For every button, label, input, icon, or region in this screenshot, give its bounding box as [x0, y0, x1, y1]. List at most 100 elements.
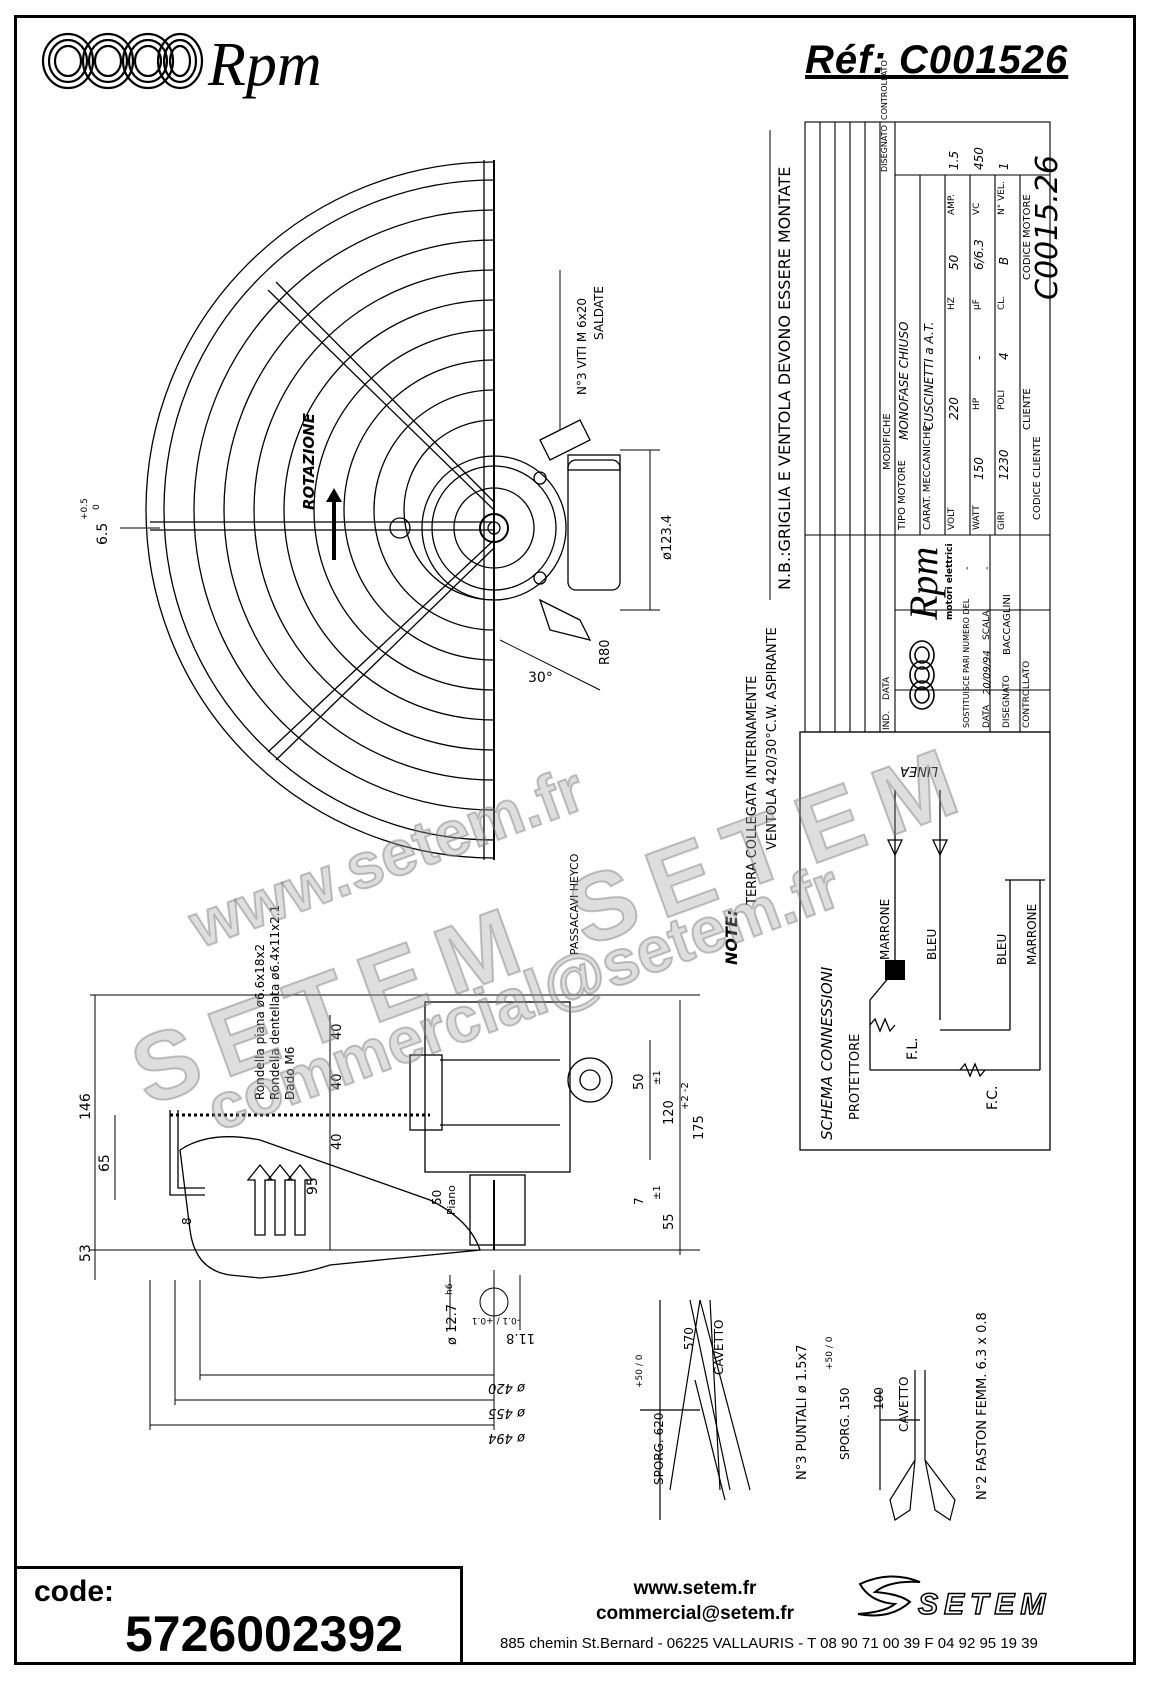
dim-offset: 6.5 [95, 522, 111, 545]
tb-modifiche: MODIFICHE [882, 413, 893, 470]
tb-disegnato-value: BACCAGLINI [1002, 594, 1013, 655]
tb-codice-cliente-label: CODICE CLIENTE [1032, 436, 1043, 520]
tb-data-label: DATA [982, 704, 992, 728]
tb-hp-label: HP [972, 397, 982, 410]
setem-swoosh-icon [857, 1575, 921, 1617]
cable2-faston: N°2 FASTON FEMM. 6.3 x 0.8 [975, 1312, 990, 1500]
tb-carat: CUSCINETTI a A.T. [922, 321, 936, 430]
wire-marrone-2: MARRONE [1025, 903, 1039, 965]
note-grid: N.B.:GRIGLIA E VENTOLA DEVONO ESSERE MON… [775, 166, 794, 590]
code-label: code: [34, 1575, 115, 1608]
footer-website[interactable]: www.setem.fr [633, 1578, 757, 1599]
tb-scala-label: SCALA [982, 610, 992, 640]
header-reference: Réf: C001526 [805, 38, 1069, 82]
dim-420: ø 420 [488, 1380, 525, 1395]
tb-ind: IND. [882, 710, 892, 730]
tb-designed-hdr: DISEGNATO [880, 125, 889, 172]
dim-175-tol: +2 -2 [680, 1082, 691, 1110]
tb-volt-label: VOLT [947, 507, 957, 530]
connection-schema [799, 731, 1051, 1151]
tb-data-value: 20/09/94 [982, 650, 993, 695]
code-value: 5726002392 [125, 1606, 404, 1662]
cable2-spurg: SPORG. 150 [838, 1387, 852, 1460]
key-dim: 11.8 [506, 1330, 535, 1345]
tb-disegnato-label: DISEGNATO [1002, 675, 1012, 728]
tb-brand: Rpm [901, 546, 946, 620]
dim-capacitor: ø123.4 [660, 514, 675, 560]
cable2-spurg-tol: +50 / 0 [825, 1336, 835, 1370]
tb-hz: 50 [947, 254, 961, 270]
tb-poli: 4 [997, 352, 1011, 360]
protector-label: PROTETTORE [848, 1033, 863, 1120]
dim-angle: 30° [528, 670, 553, 686]
cable1-length: 570 [682, 1327, 696, 1350]
cable1-pins: N°3 PUNTALI ø 1.5x7 [795, 1344, 810, 1480]
tb-dash-1: - [962, 566, 973, 570]
header-brand: Rpm [208, 31, 322, 99]
shaft-tol: h6 [445, 1283, 455, 1295]
tb-dash-2: - [982, 566, 993, 570]
dim-120-tol: ±1 [652, 1070, 663, 1085]
cable1-spurg-tol: +50 / 0 [635, 1354, 645, 1388]
tb-codice-motore: C0015.26 [1030, 154, 1065, 300]
cable2-label: CAVETTO [897, 1376, 911, 1432]
tb-checked-hdr: CONTROLLATO [880, 60, 889, 120]
dim-146: 146 [78, 1093, 94, 1120]
tb-controllato-label: CONTROLLATO [1022, 660, 1032, 728]
cable1-label: CAVETTO [712, 1319, 726, 1375]
tb-tipo-motore: MONOFASE CHIUSO [897, 321, 911, 440]
cables-drawing [640, 1299, 956, 1521]
dim-radius: R80 [598, 639, 613, 665]
tb-uf: 6/6.3 [972, 239, 986, 270]
dim-120: 120 [662, 1100, 677, 1125]
tb-tipo-motore-label: TIPO MOTORE [897, 460, 908, 530]
dim-offset-tol-down: 0 [92, 504, 102, 510]
tb-cliente-label: CLIENTE [1022, 388, 1033, 430]
dim-50: 50 [632, 1073, 647, 1090]
cable1-spurg: SPORG. 620 [652, 1412, 666, 1485]
plane-label: Piano [445, 1185, 458, 1215]
tb-watt-label: WATT [972, 505, 982, 530]
tb-giri-label: GIRI [997, 511, 1007, 530]
dim-40c: 40 [330, 1133, 345, 1150]
rpm-logo-coils-icon [41, 32, 204, 90]
airflow-arrows-icon [246, 1163, 314, 1236]
rotation-arrow-icon [326, 488, 342, 560]
dim-55-tol: ±1 [652, 1185, 663, 1200]
tb-vc-label: VC [972, 202, 982, 215]
tb-volt: 220 [947, 397, 961, 420]
dim-53: 53 [78, 1244, 94, 1262]
screws-label: N°3 VITI M 6x20 [575, 297, 589, 395]
tb-poli-label: POLI [997, 389, 1007, 410]
tb-cl: B [997, 256, 1011, 265]
tb-sostituisce: SOSTITUISCE PARI NUMERO DEL [962, 598, 971, 728]
footer-email[interactable]: commercial@setem.fr [595, 1603, 795, 1624]
tb-vel-label: N° VEL. [997, 181, 1007, 215]
fc-label: F.C. [985, 1085, 1001, 1110]
fan-guard [145, 160, 495, 860]
dim-55: 55 [662, 1213, 677, 1230]
tb-carat-label: CARAT. MECCANICHE [922, 425, 933, 530]
tb-watt: 150 [972, 457, 986, 480]
wire-bleu-1: BLEU [925, 928, 939, 960]
footer-setem-logo: SETEM [917, 1587, 1052, 1622]
code-box [17, 1566, 463, 1662]
rotation-label: ROTAZIONE [300, 413, 318, 510]
wire-marrone-1: MARRONE [878, 898, 892, 960]
tb-vel: 1 [997, 162, 1011, 170]
shaft-dim: ø 12.7 [445, 1303, 460, 1345]
dim-175: 175 [692, 1115, 707, 1140]
tb-giri: 1230 [997, 449, 1011, 480]
tb-hp: - [972, 355, 986, 360]
title-block [804, 121, 1051, 733]
tb-brand-sub: motori elettrici [945, 543, 955, 620]
tb-cl-label: CL. [997, 295, 1007, 310]
tb-amp-label: AMP. [947, 194, 957, 215]
motor-side-view [169, 1001, 613, 1279]
fl-label: F.L. [905, 1037, 921, 1060]
welded-label: SALDATE [592, 286, 606, 340]
tb-data: DATA [882, 676, 892, 700]
wire-bleu-2: BLEU [995, 933, 1009, 965]
dim-50-plane: 50 [430, 1189, 444, 1205]
